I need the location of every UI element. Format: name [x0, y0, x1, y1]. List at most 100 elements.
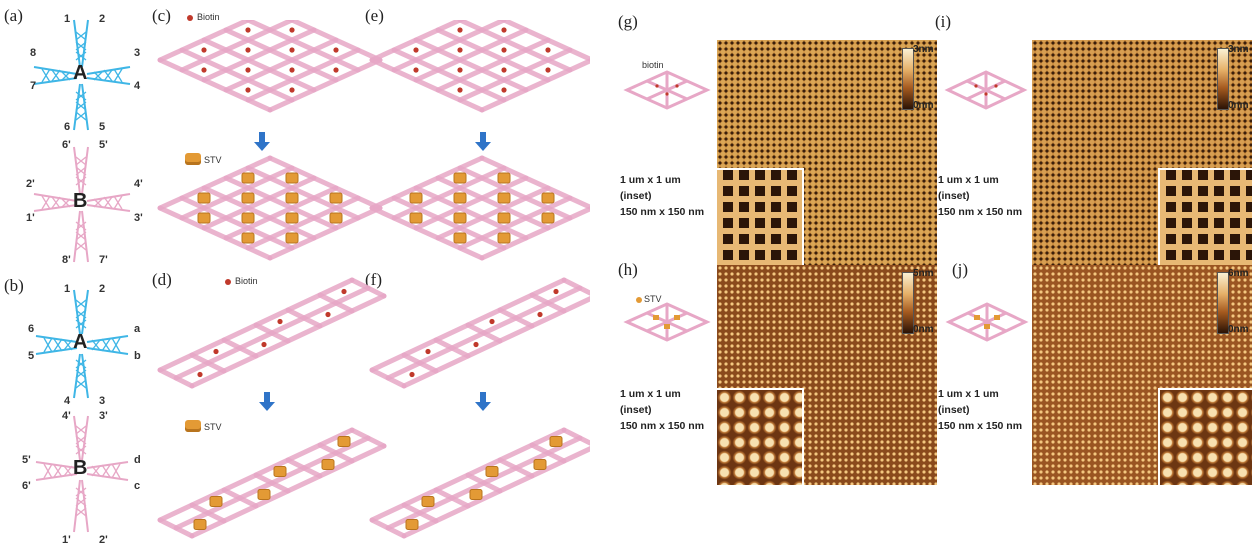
scan-inset: (inset): [938, 190, 970, 202]
colorbar-min-h: 0nm: [913, 324, 934, 335]
lattice-strand: [401, 352, 439, 374]
arm-label: 5: [28, 350, 35, 362]
scan-size: 1 um x 1 um: [620, 174, 681, 186]
tile-b-letter-B: B: [73, 457, 88, 479]
biotin-marker: [289, 27, 295, 33]
biotin-marker: [341, 288, 347, 295]
colorbar-max-h: 5nm: [913, 268, 934, 279]
colorbar-min-i: 0nm: [1228, 100, 1249, 111]
stv-marker: [257, 489, 271, 500]
colorbar-min-g: 0nm: [913, 100, 934, 111]
scan-inset-size: 150 nm x 150 nm: [620, 420, 705, 432]
stv-marker: [497, 192, 511, 204]
lattice-strand: [391, 47, 507, 103]
lattice-strand: [223, 27, 339, 83]
lattice-strand: [465, 322, 503, 344]
lattice-strand: [157, 20, 255, 63]
lattice-schematics: [157, 20, 590, 539]
stv-marker: [549, 436, 563, 447]
scan-info-g: 1 um x 1 um (inset) 150 nm x 150 nm: [620, 172, 704, 220]
afm-inset-g: [717, 168, 804, 265]
arm-label: 4': [62, 410, 71, 422]
arm-label: 6': [22, 480, 31, 492]
biotin-marker: [457, 87, 463, 93]
stv-legend-icon: [185, 153, 201, 165]
lattice-strand: [497, 457, 535, 479]
stv-marker: [469, 489, 483, 500]
scan-size: 1 um x 1 um: [620, 388, 681, 400]
lattice-strand: [267, 57, 383, 113]
lattice-strand: [369, 205, 485, 261]
stv-marker: [193, 519, 207, 530]
lattice-strand: [479, 58, 590, 113]
biotin-marker: [489, 318, 495, 325]
arm-label: 1': [62, 534, 71, 546]
stv-marker: [241, 192, 255, 204]
biotin-marker: [457, 47, 463, 53]
lattice-strand: [267, 155, 383, 211]
afm-image-h: [717, 265, 937, 485]
panel-label-a: (a): [4, 6, 23, 25]
stv-marker: [533, 459, 547, 470]
stv-marker: [409, 192, 423, 204]
lattice-thumbnail-i: [944, 70, 1028, 110]
afm-inset-h: [717, 388, 804, 485]
lattice-strand: [413, 37, 529, 93]
scan-size: 1 um x 1 um: [938, 388, 999, 400]
biotin-marker: [289, 67, 295, 73]
lattice-strand: [285, 457, 323, 479]
biotin-marker: [201, 67, 207, 73]
lattice-strand: [457, 195, 573, 251]
biotin-marker: [545, 67, 551, 73]
biotin-marker: [289, 47, 295, 53]
biotin-marker: [289, 87, 295, 93]
afm-image-i: [1032, 40, 1252, 265]
arm-label: 4: [64, 395, 71, 407]
arm-label: 5': [22, 454, 31, 466]
arm-label: 2': [99, 534, 108, 546]
colorbar-min-j: 0nm: [1228, 324, 1249, 335]
biotin-marker: [537, 311, 543, 318]
lattice-strand: [223, 175, 339, 231]
lattice-strand: [433, 487, 471, 509]
stv-marker: [197, 212, 211, 224]
panel-label-g: (g): [618, 12, 638, 31]
stv-marker: [329, 192, 343, 204]
stv-marker: [497, 172, 511, 184]
lattice-strand: [179, 20, 295, 73]
stv-marker: [241, 232, 255, 244]
tile-diagram-a: [33, 19, 131, 263]
lattice-strand: [479, 206, 590, 261]
colorbar-max-j: 6nm: [1228, 268, 1249, 279]
arm-label: 1: [64, 13, 71, 25]
biotin-marker: [501, 67, 507, 73]
lattice-strand: [369, 57, 485, 113]
lattice-strand: [561, 277, 590, 296]
biotin-marker: [245, 47, 251, 53]
stv-marker: [421, 496, 435, 507]
stv-marker: [241, 212, 255, 224]
lattice-strand: [435, 185, 551, 241]
lattice-strand: [245, 165, 361, 221]
scan-inset: (inset): [620, 190, 652, 202]
lattice-strand: [561, 427, 590, 446]
arm-label: 1: [64, 283, 71, 295]
lattice-strand: [497, 20, 590, 62]
arm-label: 5: [99, 121, 106, 133]
stv-marker: [285, 192, 299, 204]
biotin-marker: [201, 47, 207, 53]
stv-marker: [285, 212, 299, 224]
biotin-marker: [213, 348, 219, 355]
afm-image-g: [717, 40, 937, 265]
arm-label: 2: [99, 13, 106, 25]
biotin-marker: [457, 67, 463, 73]
lattice-strand: [201, 185, 317, 241]
lattice-strand: [157, 57, 273, 113]
lattice-thumbnail-j: [945, 302, 1029, 342]
lattice-strand: [157, 205, 273, 261]
lattice-thumbnail-h: [623, 302, 711, 342]
panel-label-j: (j): [952, 260, 969, 279]
arm-label: 8': [62, 254, 71, 266]
lattice-strand: [285, 20, 383, 63]
biotin-marker: [277, 318, 283, 325]
